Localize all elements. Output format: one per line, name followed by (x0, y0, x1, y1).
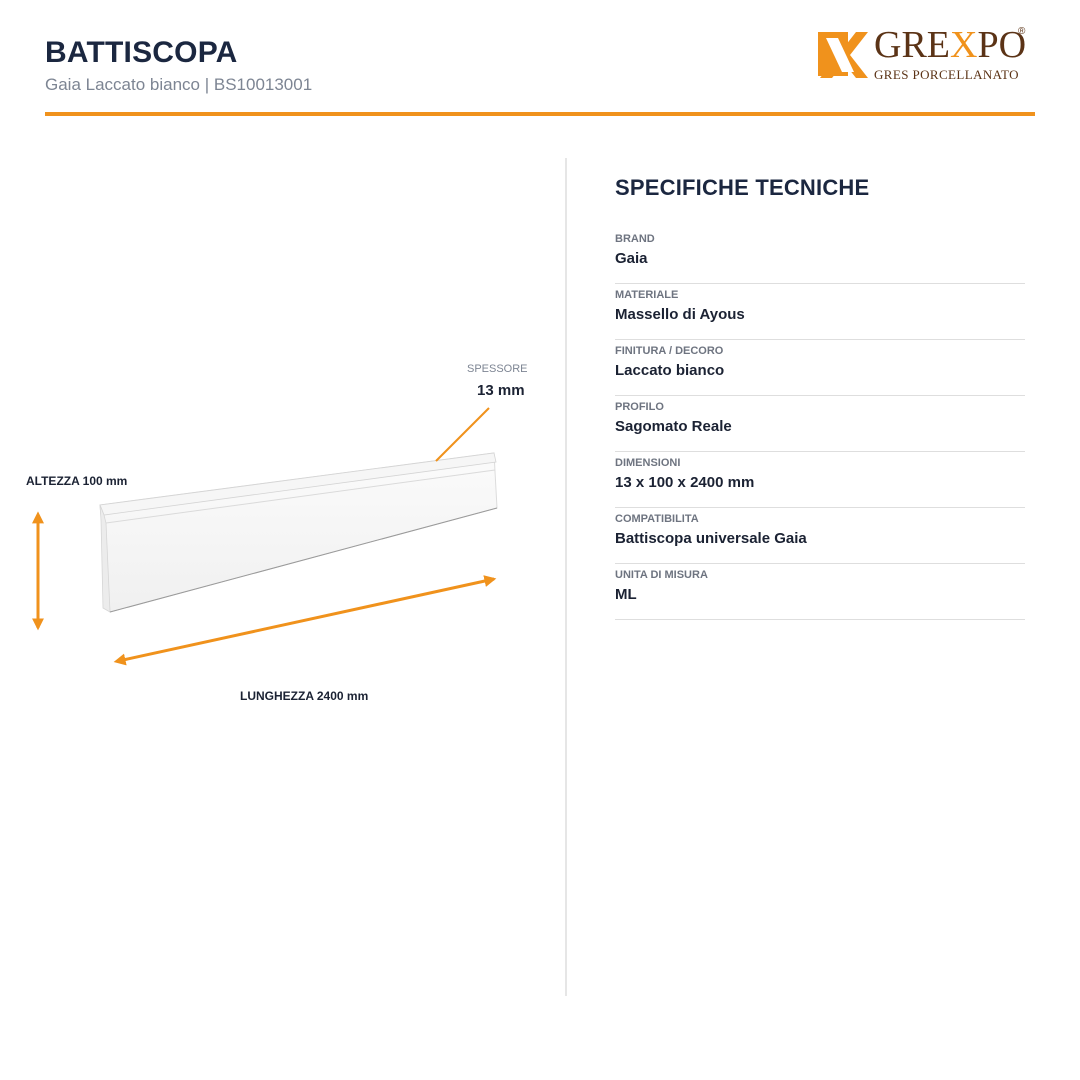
grexpo-logo: GREXPO ® GRES PORCELLANATO (818, 24, 1030, 86)
header-rule (45, 112, 1035, 116)
spec-row-materiale: MATERIALE Massello di Ayous (615, 284, 1025, 340)
specs-title: SPECIFICHE TECNICHE (615, 175, 870, 200)
thickness-value: 13 mm (477, 382, 525, 399)
spec-value: Massello di Ayous (615, 306, 745, 323)
spec-row-dimensioni: DIMENSIONI 13 x 100 x 2400 mm (615, 452, 1025, 508)
height-label: ALTEZZA 100 mm (26, 474, 128, 488)
length-label: LUNGHEZZA 2400 mm (240, 689, 369, 703)
spec-row-profilo: PROFILO Sagomato Reale (615, 396, 1025, 452)
product-drawing: SPESSORE 13 mm ALTEZZA 100 mm LUNGHEZZA … (0, 300, 565, 740)
product-subtitle: Gaia Laccato bianco | BS10013001 (45, 75, 313, 94)
logo-registered-mark: ® (1018, 26, 1026, 37)
spec-label: FINITURA / DECORO (615, 345, 724, 357)
page-title: BATTISCOPA (45, 36, 238, 69)
spec-row-compatibilita: COMPATIBILITA Battiscopa universale Gaia (615, 508, 1025, 564)
spec-label: BRAND (615, 233, 655, 245)
logo-wordmark: GREXPO (874, 24, 1027, 66)
spec-value: Laccato bianco (615, 362, 725, 379)
thickness-label: SPESSORE (467, 363, 528, 375)
spec-label: MATERIALE (615, 289, 679, 301)
skirting-board-illustration (32, 407, 498, 666)
specs-list: BRAND Gaia MATERIALE Massello di Ayous F… (615, 228, 1025, 620)
logo-x-mark-icon (818, 32, 868, 78)
spec-label: UNITA DI MISURA (615, 569, 708, 581)
spec-value: 13 x 100 x 2400 mm (615, 474, 755, 491)
spec-value: Gaia (615, 250, 648, 267)
column-divider (565, 158, 567, 996)
spec-label: COMPATIBILITA (615, 513, 699, 525)
spec-row-unita: UNITA DI MISURA ML (615, 564, 1025, 620)
spec-label: DIMENSIONI (615, 457, 681, 469)
logo-tagline: GRES PORCELLANATO (874, 67, 1019, 82)
thickness-leader-line (435, 407, 490, 462)
spec-value: ML (615, 586, 637, 603)
spec-row-finitura: FINITURA / DECORO Laccato bianco (615, 340, 1025, 396)
spec-row-brand: BRAND Gaia (615, 228, 1025, 284)
spec-label: PROFILO (615, 401, 664, 413)
spec-value: Battiscopa universale Gaia (615, 530, 807, 547)
length-arrow (113, 575, 497, 666)
spec-value: Sagomato Reale (615, 418, 732, 435)
